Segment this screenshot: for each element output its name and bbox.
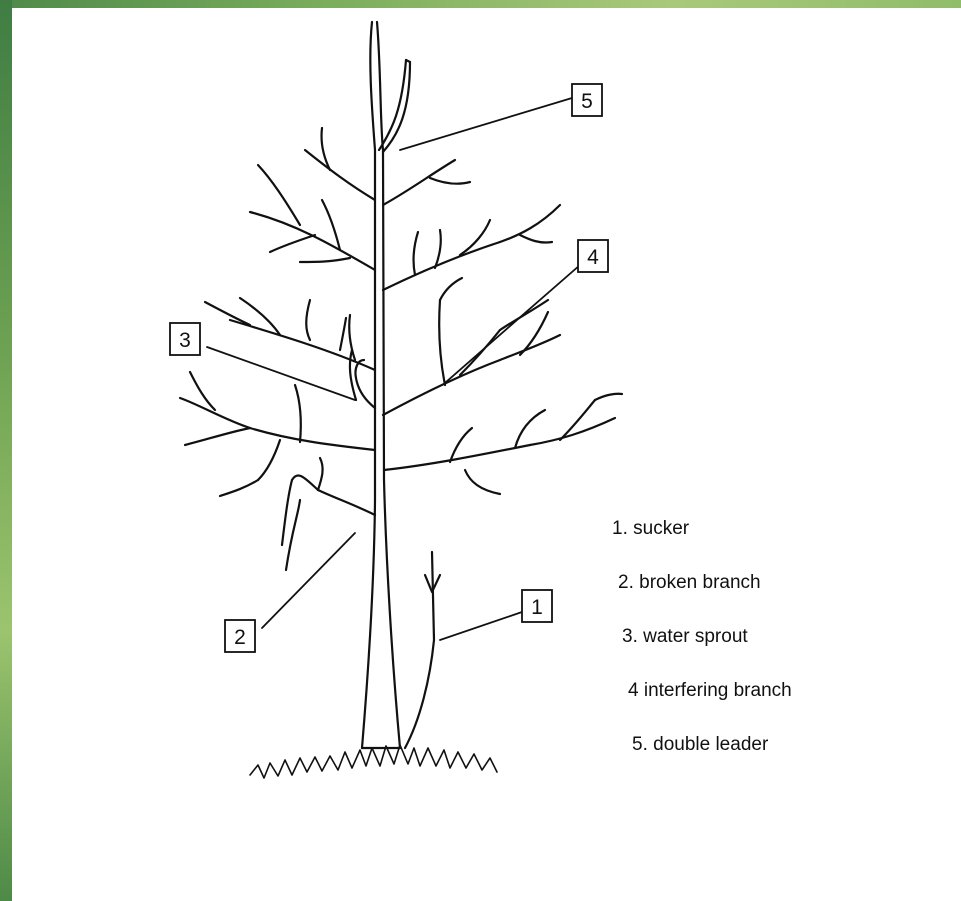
leader-line-3 — [207, 347, 355, 400]
branches-upper-left — [250, 128, 375, 270]
callout-5-number: 5 — [581, 90, 593, 113]
callout-3-number: 3 — [179, 329, 191, 352]
branches-mid-right — [383, 278, 560, 415]
callout-1-number: 1 — [531, 596, 543, 619]
broken-branch — [282, 458, 375, 570]
legend-item-broken-branch: 2. broken branch — [618, 572, 761, 594]
leader-line-1 — [440, 612, 522, 640]
grass — [250, 745, 497, 778]
branches-lower-right — [384, 394, 622, 494]
legend-item-sucker: 1. sucker — [612, 518, 689, 540]
branches-lower-left — [180, 372, 375, 496]
branches-mid-left — [205, 298, 375, 400]
tree-trunk — [362, 22, 400, 748]
callout-2: 2 — [225, 620, 255, 652]
double-leader — [379, 60, 410, 152]
callout-5: 5 — [572, 84, 602, 116]
callout-4-number: 4 — [587, 246, 599, 269]
legend-item-double-leader: 5. double leader — [632, 734, 768, 756]
leader-line-4 — [446, 265, 580, 382]
branches-upper-right — [383, 160, 560, 290]
leader-line-5 — [400, 98, 572, 150]
callout-3: 3 — [170, 323, 200, 355]
callout-1: 1 — [522, 590, 552, 622]
legend-item-water-sprout: 3. water sprout — [622, 626, 748, 648]
water-sprout — [355, 360, 375, 408]
legend-item-interfering-branch: 4 interfering branch — [628, 680, 792, 702]
callout-leader-lines — [207, 98, 580, 640]
sucker — [405, 552, 440, 748]
callout-4: 4 — [578, 240, 608, 272]
leader-line-2 — [262, 533, 355, 628]
callout-2-number: 2 — [234, 626, 246, 649]
